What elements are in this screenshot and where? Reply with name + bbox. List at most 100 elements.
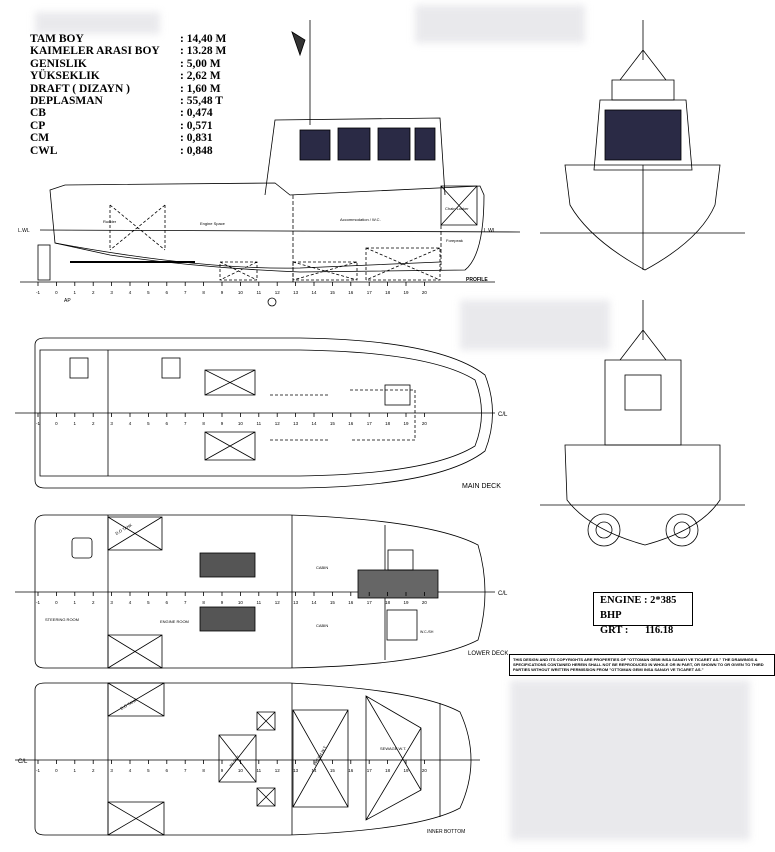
label-sewage: SEWAGE W.T. [380,746,406,751]
spec-value: : 2,62 M [180,70,221,83]
label-cl-main: C/L [498,412,508,418]
frame-label: 9 [221,768,224,773]
frame-label: 4 [129,421,132,426]
frame-label: 18 [385,768,391,773]
frame-label: -1 [36,600,40,605]
flag [291,31,306,57]
spec-value: : 13.28 M [180,45,227,58]
frame-label: 18 [385,600,391,605]
frame-label: 16 [348,600,354,605]
frame-label: 4 [129,600,132,605]
frame-label: 2 [92,600,95,605]
window [414,127,436,161]
frame-label: 6 [166,290,169,295]
spec-label: YÜKSEKLIK [30,70,100,83]
window [377,127,411,161]
frame-label: 10 [238,768,244,773]
redacted-title-block [510,680,750,840]
frame-label: 20 [422,768,428,773]
frame-label: 17 [367,600,373,605]
frame-label: 0 [55,421,58,426]
frame-label: 0 [55,290,58,295]
frame-label: 1 [74,600,77,605]
label-ap: AP [64,298,71,304]
frame-label: 8 [202,421,205,426]
spec-label: CWL [30,144,58,157]
frame-label: 13 [293,421,299,426]
frame-label: 3 [110,290,113,295]
frame-label: 20 [422,290,428,295]
frame-label: 15 [330,421,336,426]
label-accommodation: Accommodation / W.C. [340,217,381,222]
frame-label: 1 [74,768,77,773]
redacted-stamp [460,300,610,350]
frame-label: 13 [293,768,299,773]
rudder [37,244,51,281]
frame-label: 1 [74,421,77,426]
spec-row: DRAFT ( DIZAYN ) : 1,60 M [30,83,226,95]
spec-row: DEPLASMAN : 55,48 T [30,95,226,107]
spec-row: YÜKSEKLIK : 2,62 M [30,70,226,82]
spec-label: DRAFT ( DIZAYN ) [30,82,130,95]
frame-label: 19 [403,421,409,426]
spec-value: : 14,40 M [180,33,227,45]
spec-row: TAM BOY: 14,40 M [30,33,226,45]
hull-outline [49,182,485,273]
spec-label: CB [30,107,46,120]
copyright-note: THIS DESIGN AND ITS COPYRIGHTS ARE PROPE… [509,654,775,676]
spec-value: : 5,00 M [180,57,221,70]
frame-label: 19 [403,768,409,773]
spec-label: CP [30,119,46,132]
spec-row: CWL: 0,848 [30,145,226,157]
frame-label: 11 [256,290,261,295]
frame-label: 17 [367,768,373,773]
spec-value: : 55,48 T [180,95,223,108]
redacted-title [35,12,160,34]
frame-label: 8 [202,290,205,295]
spec-label: DEPLASMAN [30,95,103,108]
frame-label: 6 [166,768,169,773]
label-do-tank: D.O TANK [114,522,133,536]
engine-info-box: ENGINE : 2*385 BHP GRT :116.18 [593,592,693,636]
label-do-tank-ib: D.O TANK [119,697,138,711]
label-engine-room: ENGINE ROOM [160,619,189,624]
frame-label: 1 [74,290,77,295]
spec-value: : 1,60 M [180,82,221,95]
frame-label: 7 [184,600,187,605]
wheelhouse [264,117,446,196]
frame-label: 3 [110,768,113,773]
frame-label: 14 [311,290,317,295]
lower-deck-title: LOWER DECK [468,651,508,657]
frame-label: 16 [348,290,354,295]
frame-label: 13 [293,600,299,605]
redacted-header [415,5,585,43]
label-engine-space: Engine Space [200,221,226,226]
frame-label: 11 [256,421,261,426]
spec-value: : 0,474 [180,107,213,120]
midship-symbol [267,297,277,307]
spec-row: CM: 0,831 [30,132,226,144]
frame-label: 5 [147,600,150,605]
rear-view [540,300,745,547]
frame-label: 12 [275,768,281,773]
label-cabin-1: CABIN [316,565,328,570]
spec-row: CB : 0,474 [30,107,226,119]
label-chain-locker: Chain Locker [445,206,469,211]
frame-label: 19 [403,600,409,605]
frame-label: 5 [147,290,150,295]
frame-label: 20 [422,600,428,605]
frame-label: 3 [110,421,113,426]
main-deck-title: MAIN DECK [462,483,501,490]
frame-label: 17 [367,290,373,295]
frame-label: 16 [348,768,354,773]
frame-label: 8 [202,768,205,773]
frame-label: 7 [184,290,187,295]
frame-label: 9 [221,421,224,426]
label-lwl-left: L.WL [18,228,30,234]
frame-label: 18 [385,290,391,295]
frame-label: 2 [92,768,95,773]
frame-label: 14 [311,768,317,773]
